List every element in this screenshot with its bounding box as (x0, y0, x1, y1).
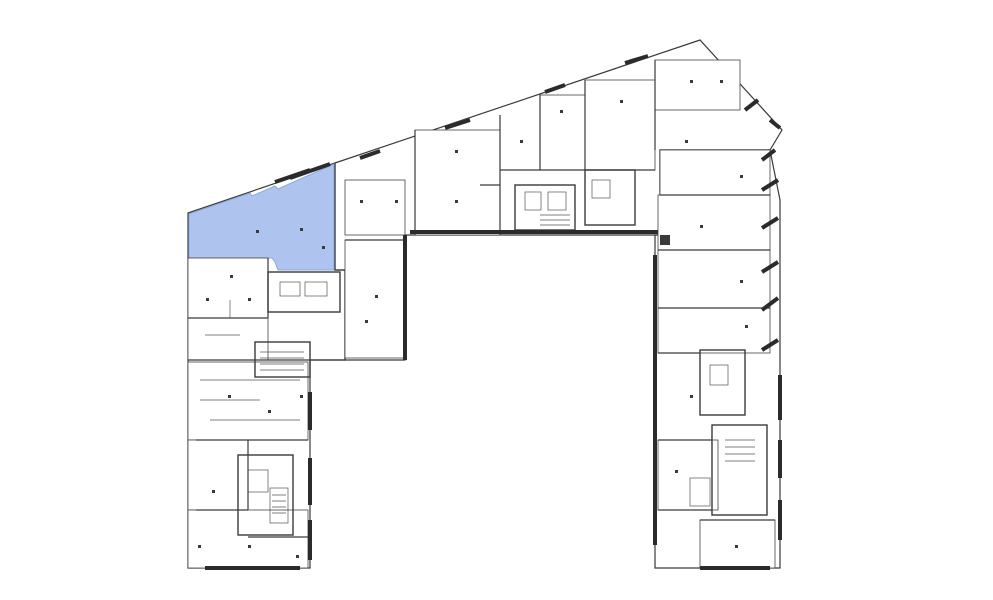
north-core (514, 169, 636, 231)
unit-north-1[interactable] (344, 179, 406, 236)
unit-north-2[interactable] (414, 129, 501, 236)
unit-west-3[interactable] (187, 361, 309, 441)
north-wing (334, 39, 783, 361)
unit-east-1[interactable] (659, 149, 771, 196)
east-wing (653, 140, 782, 570)
west-wing (187, 162, 355, 570)
unit-east-2[interactable] (657, 194, 771, 251)
unit-west-1[interactable] (187, 257, 269, 319)
unit-east-5[interactable] (657, 439, 719, 511)
unit-highlighted[interactable] (188, 163, 335, 271)
unit-west-4[interactable] (187, 439, 249, 511)
unit-east-3[interactable] (657, 249, 771, 309)
unit-north-3[interactable] (539, 94, 586, 171)
unit-east-6[interactable] (699, 519, 776, 569)
east-core (689, 349, 768, 516)
unit-east-4[interactable] (657, 307, 771, 354)
unit-west-2[interactable] (187, 317, 269, 361)
unit-west-5[interactable] (187, 509, 309, 569)
unit-north-5[interactable] (654, 59, 741, 111)
unit-north-6[interactable] (344, 239, 406, 359)
unit-north-4[interactable] (584, 79, 656, 171)
